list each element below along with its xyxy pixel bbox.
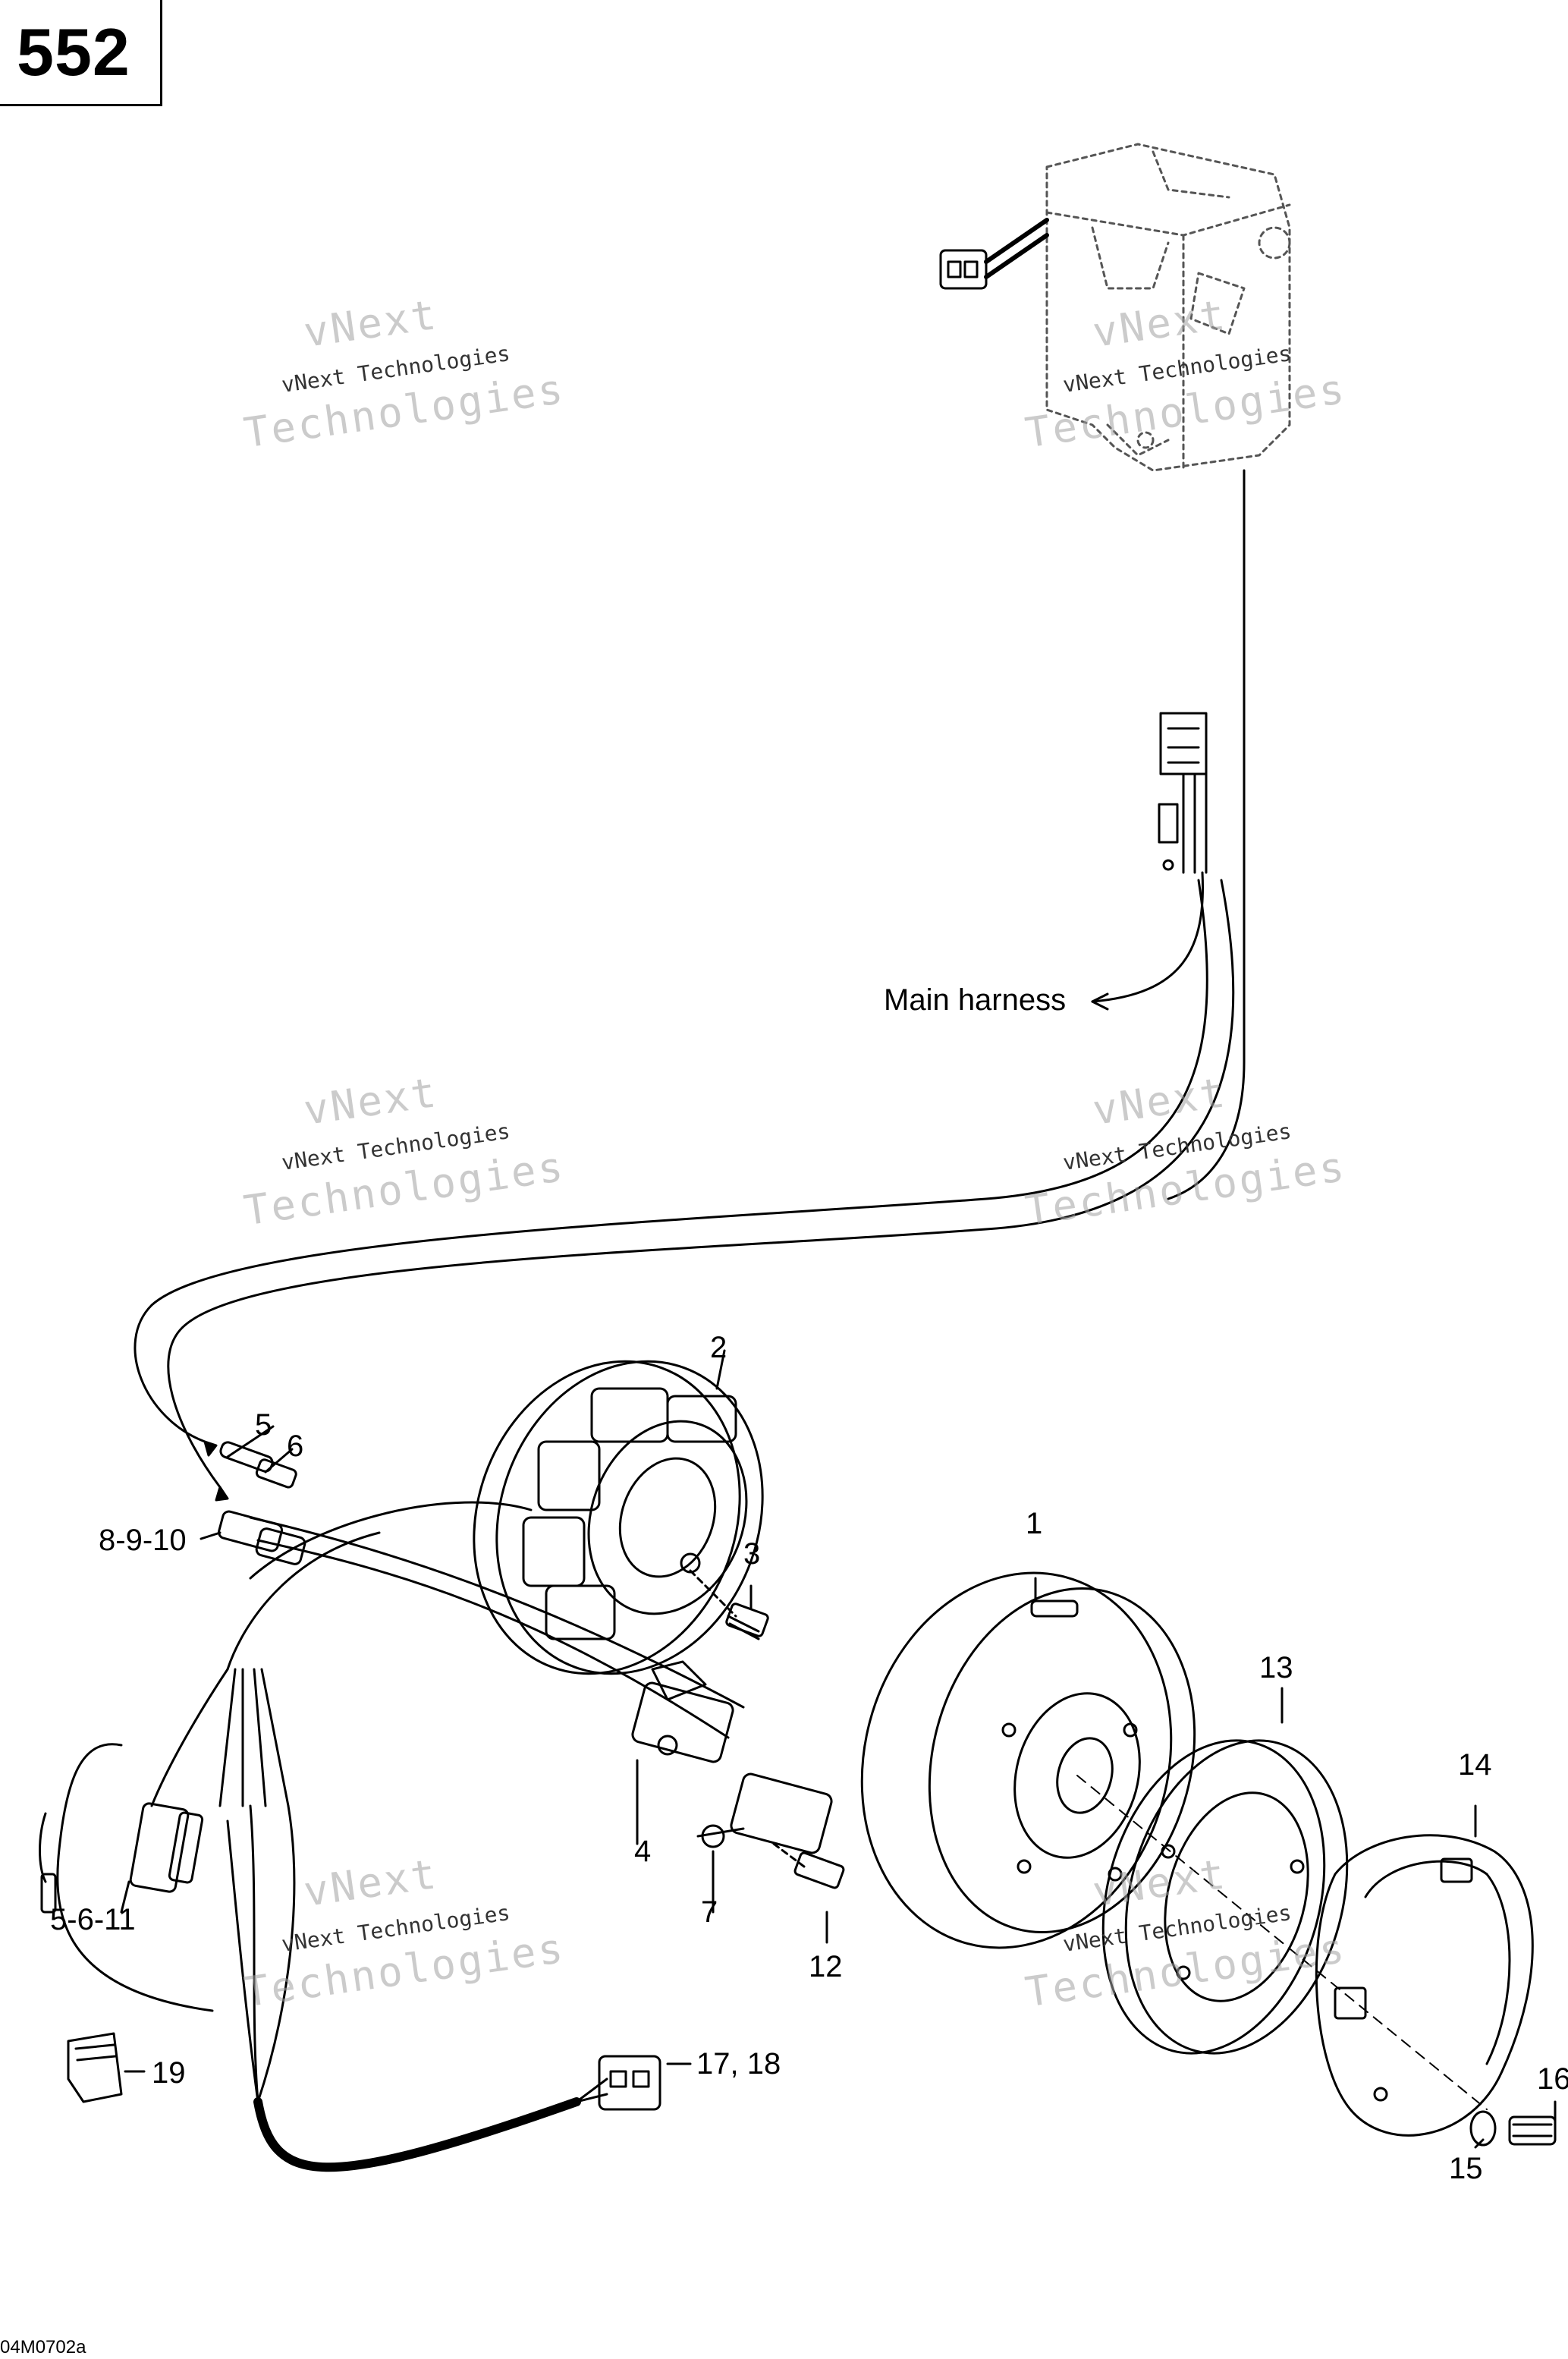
sensor-7 [696, 1772, 833, 1906]
main-harness-label: Main harness [884, 983, 1067, 1017]
callout-13: 13 [1259, 1651, 1293, 1684]
harness-dark [253, 2097, 581, 2172]
harness-left-loop [56, 1743, 214, 2012]
callout-1: 1 [1026, 1507, 1043, 1540]
page-number-box: 552 [0, 0, 162, 106]
bolt-16 [1508, 2115, 1557, 2146]
wire-bundle-c [249, 1501, 533, 1580]
callout-8-9-10: 8-9-10 [99, 1524, 187, 1557]
callout-5: 5 [255, 1408, 272, 1442]
cable-loop-outer [134, 879, 1208, 1443]
harness-connector [1158, 712, 1208, 874]
harness-lower-b [256, 1804, 296, 2103]
connector-17-18 [598, 2055, 661, 2111]
regulator-lead [1167, 469, 1246, 1200]
harness-lower [226, 1820, 259, 2103]
connector-8-9-10 [218, 1510, 306, 1565]
flywheel [860, 1571, 1196, 1949]
callout-6: 6 [287, 1430, 304, 1463]
connector-5-6-11 [129, 1802, 204, 1893]
starter-cup [1315, 1834, 1534, 2137]
regulator-connector [939, 218, 1049, 290]
callout-19: 19 [152, 2056, 186, 2090]
callout-5-6-11: 5-6-11 [50, 1903, 136, 1936]
wire-bundle-b [256, 1539, 730, 1739]
regulator-outline [1045, 143, 1291, 472]
cable-loop-inner [167, 879, 1235, 1489]
callout-17-18: 17, 18 [696, 2047, 781, 2081]
wire-bundle-a [249, 1516, 745, 1709]
page-number: 552 [17, 14, 130, 90]
callout-16: 16 [1537, 2062, 1568, 2096]
callout-14: 14 [1458, 1748, 1492, 1782]
connector-19 [67, 2032, 123, 2103]
callout-7: 7 [701, 1895, 718, 1929]
callout-4: 4 [634, 1835, 652, 1868]
ring-gear [1101, 1739, 1349, 2055]
callout-12: 12 [809, 1950, 843, 1983]
connector-5-6 [219, 1441, 297, 1489]
bolt-12 [772, 1842, 845, 1889]
center-line [1076, 1775, 1488, 2110]
harness-left-a [150, 1668, 229, 1807]
callout-2: 2 [710, 1331, 727, 1364]
main-harness-arrowhead [1091, 992, 1109, 1011]
harness-lower-c [249, 1804, 259, 2103]
washer-15 [1469, 2110, 1497, 2147]
drawing-code: 04M0702a [0, 2337, 86, 2357]
callout-3: 3 [743, 1537, 761, 1571]
stator [473, 1360, 764, 1675]
callout-15: 15 [1449, 2152, 1483, 2185]
lead-5-6-11 [39, 1812, 47, 1883]
harness-left-b [218, 1668, 290, 1807]
main-harness-lead [1091, 871, 1205, 1003]
trigger-coil [631, 1660, 734, 1823]
wire-bundle-d [226, 1531, 381, 1671]
